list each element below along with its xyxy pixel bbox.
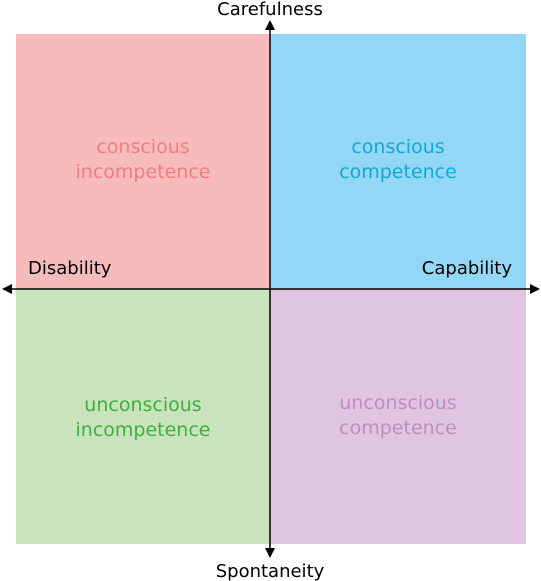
quadrant-bottom-right: [270, 288, 526, 544]
axis-label-bottom: Spontaneity: [216, 561, 325, 581]
axis-label-right: Capability: [422, 258, 513, 279]
quadrant-label-bottom-left-line1: unconscious: [84, 394, 201, 416]
axis-label-left: Disability: [28, 258, 112, 279]
quadrant-top-right: [270, 34, 526, 288]
axis-label-top: Carefulness: [217, 0, 323, 20]
quadrant-top-left: [16, 34, 270, 288]
quadrant-label-bottom-right-line2: competence: [339, 417, 457, 439]
quadrant-label-top-left-line2: incompetence: [76, 161, 211, 183]
quadrant-label-bottom-left-line2: incompetence: [76, 419, 211, 441]
quadrant-label-top-right-line1: conscious: [351, 136, 444, 158]
quadrant-label-top-left-line1: conscious: [96, 136, 189, 158]
quadrant-label-bottom-right-line1: unconscious: [339, 392, 456, 414]
quadrant-bottom-left: [16, 288, 270, 544]
quadrant-label-top-right-line2: competence: [339, 161, 457, 183]
